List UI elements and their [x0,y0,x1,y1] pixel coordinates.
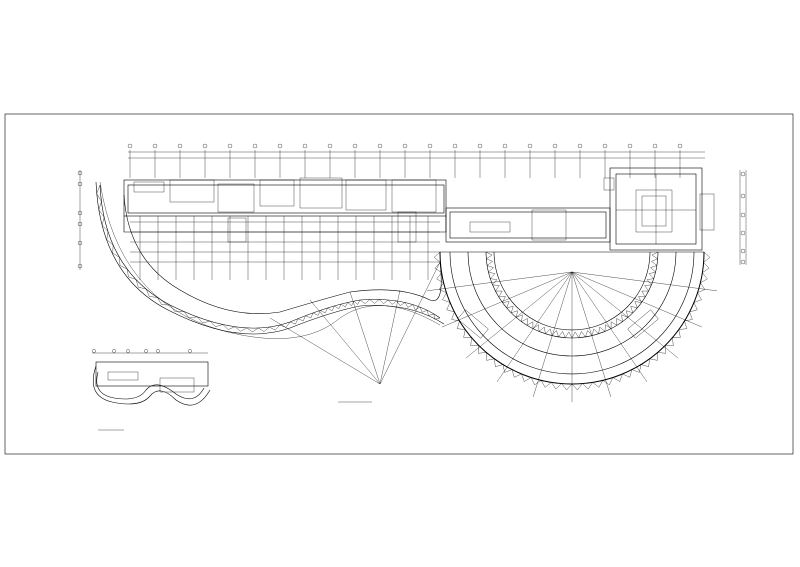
semicircle-hall [427,251,717,402]
left-radial-lines [269,261,441,385]
left-wing-interior-grid [130,216,440,280]
inset-floor-plan [92,349,211,431]
row-grid-right [739,170,747,265]
left-wave-facade [123,194,442,314]
row-grid-left [77,170,83,270]
corridor [445,207,611,243]
left-wing [123,177,447,280]
drawing-border [4,113,794,455]
facade-fins-semicircle [433,251,711,391]
right-tower [603,167,715,251]
facade-fins-left [96,184,441,333]
column-grid-top [127,143,683,178]
main-floor-plan [77,143,747,403]
radial-axes [427,271,717,402]
